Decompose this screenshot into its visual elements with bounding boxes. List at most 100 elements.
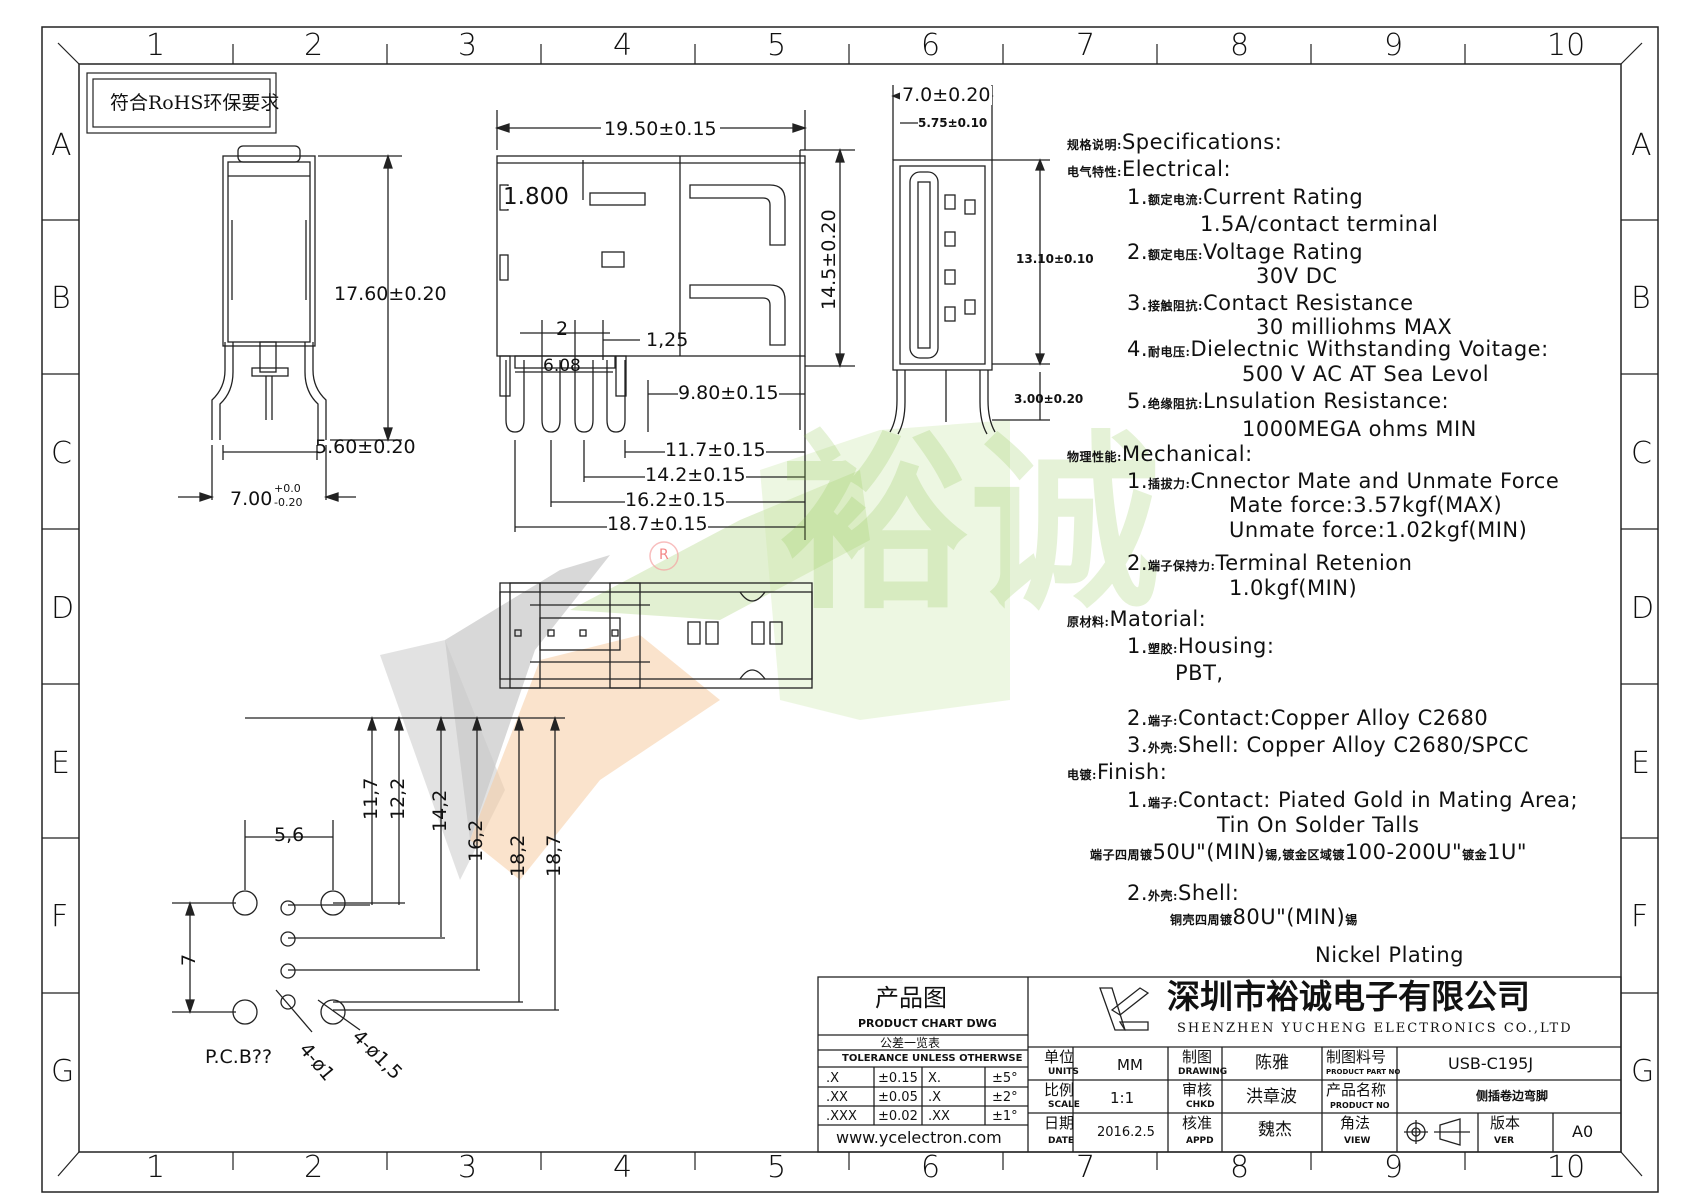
grid-col-bottom: 4 [613, 1150, 633, 1185]
grid-row-left: G [51, 1054, 75, 1089]
spec-cn: 额定电压: [1148, 248, 1203, 262]
spec-cn: 耐电压: [1148, 345, 1191, 359]
spec-line: Mate force:3.57kgf(MAX) [1229, 495, 1502, 516]
grid-row-right: B [1631, 281, 1651, 316]
spec-en-b: 100-200U" [1344, 840, 1463, 864]
tb-scale-cn: 比例 [1044, 1081, 1075, 1099]
tb-company-cn: 深圳市裕诚电子有限公司 [1167, 977, 1530, 1016]
spec-num: 1. [1127, 634, 1149, 658]
spec-num: 1. [1127, 469, 1149, 493]
grid-row-right: G [1631, 1054, 1655, 1089]
pcb-label: P.C.B?? [205, 1046, 273, 1068]
dim-pcb-h5: 18,2 [507, 834, 529, 877]
spec-line: Nickel Plating [1315, 945, 1464, 966]
dim-top-height: 14.5±0.20 [818, 209, 840, 310]
dim-pcb-h6: 18,7 [543, 834, 565, 877]
grid-row-right: D [1631, 591, 1655, 626]
spec-line: 4.耐电压:Dielectnic Withstanding Voitage: [1127, 339, 1549, 360]
dim-pcb-h3: 14,2 [429, 789, 451, 832]
spec-en: 80U"(MIN) [1232, 905, 1346, 929]
tb-scale-en: SCALE [1048, 1100, 1080, 1110]
spec-line: 2.外壳:Shell: [1127, 883, 1239, 904]
grid-col-bottom: 7 [1076, 1150, 1096, 1185]
spec-en: Housing: [1177, 634, 1275, 658]
tolerance-cell: X. [928, 1071, 942, 1086]
spec-en: Cnnector Mate and Unmate Force [1190, 469, 1560, 493]
grid-row-left: B [51, 281, 71, 316]
grid-col-bottom: 6 [921, 1150, 941, 1185]
tb-name-en: PRODUCT NO [1330, 1101, 1390, 1110]
tb-ver-cn: 版本 [1490, 1114, 1521, 1132]
tolerance-cell: ±0.15 [878, 1071, 918, 1086]
dim-pcb-h2: 12,2 [387, 777, 409, 820]
spec-line: 1.5A/contact terminal [1200, 214, 1438, 235]
dim-pcb-v1: 7 [178, 953, 200, 966]
dim-top-tail: 9.80±0.15 [678, 382, 779, 404]
spec-cn: 电气特性: [1067, 165, 1122, 179]
spec-cn-c: 镀金 [1462, 848, 1488, 862]
spec-num: 2. [1127, 240, 1149, 264]
tb-drawing-cn: 制图 [1182, 1048, 1213, 1066]
spec-en: Contact: Piated Gold in Mating Area; [1177, 788, 1579, 812]
grid-col-bottom: 10 [1547, 1150, 1586, 1185]
spec-cn: 绝缘阻抗: [1148, 397, 1203, 411]
dim-top-d2: 14.2±0.15 [645, 464, 746, 486]
spec-cn: 规格说明: [1067, 138, 1122, 152]
dim-side-pin-span: 5.60±0.20 [315, 436, 416, 458]
dim-side-height: 17.60±0.20 [334, 283, 447, 305]
grid-row-left: F [51, 899, 69, 934]
spec-line: 铜壳四周镀80U"(MIN)锡 [1170, 907, 1358, 928]
spec-line: 物理性能:Mechanical: [1067, 444, 1253, 465]
spec-en: PBT, [1175, 661, 1224, 685]
spec-cn2: 锡 [1345, 913, 1358, 927]
spec-cn: 电镀: [1067, 768, 1097, 782]
grid-row-left: D [51, 591, 75, 626]
spec-num: 4. [1127, 337, 1149, 361]
tb-drawing-en: DRAWING [1178, 1067, 1228, 1077]
watermark-registered: R [659, 547, 669, 563]
dim-side-width-tol-minus: -0.20 [274, 496, 303, 509]
spec-en: Finish: [1096, 760, 1168, 784]
spec-line: 电气特性:Electrical: [1067, 159, 1231, 180]
spec-line: 原材料:Matorial: [1067, 609, 1206, 630]
tolerance-cell: ±1° [992, 1109, 1018, 1124]
grid-row-left: E [51, 746, 70, 781]
tb-units-val: MM [1117, 1056, 1143, 1074]
tolerance-cell: ±0.02 [878, 1109, 918, 1124]
spec-line: 3.外壳:Shell: Copper Alloy C2680/SPCC [1127, 735, 1529, 756]
dim-front-inner: 5.75±0.10 [918, 116, 988, 130]
tb-part-val: USB-C195J [1448, 1054, 1534, 1073]
tb-chart-cn: 产品图 [875, 984, 947, 1012]
spec-num: 5. [1127, 389, 1149, 413]
spec-en: Electrical: [1121, 157, 1232, 181]
grid-col-top: 9 [1384, 28, 1404, 63]
tb-date-en: DATE [1048, 1136, 1075, 1146]
spec-num: 2. [1127, 706, 1149, 730]
tb-chkd-en: CHKD [1186, 1100, 1215, 1110]
grid-col-bottom: 5 [767, 1150, 787, 1185]
grid-col-top: 6 [921, 28, 941, 63]
dim-pcb-w1: 5,6 [274, 824, 305, 846]
tb-units-cn: 单位 [1044, 1048, 1075, 1066]
spec-en-c: 1U" [1487, 840, 1528, 864]
tb-date-cn: 日期 [1044, 1114, 1075, 1132]
dim-top-d4: 18.7±0.15 [607, 513, 708, 535]
spec-num: 3. [1127, 291, 1149, 315]
spec-num: 2. [1127, 551, 1149, 575]
grid-row-right: E [1631, 746, 1650, 781]
spec-line: 3.接触阻抗:Contact Resistance [1127, 293, 1414, 314]
spec-line: 30 milliohms MAX [1256, 317, 1452, 338]
spec-line: PBT, [1175, 663, 1224, 684]
spec-num: 2. [1127, 881, 1149, 905]
spec-cn-a: 端子四周镀 [1090, 848, 1153, 862]
spec-en: Voltage Rating [1202, 240, 1364, 264]
spec-line: Tin On Solder Talls [1217, 815, 1419, 836]
spec-en: 1000MEGA ohms MIN [1242, 417, 1477, 441]
tolerance-cell: .XX [826, 1090, 848, 1105]
spec-en: Mechanical: [1121, 442, 1253, 466]
spec-line: 5.绝缘阻抗:Lnsulation Resistance: [1127, 391, 1449, 412]
spec-line: Unmate force:1.02kgf(MIN) [1229, 520, 1527, 541]
spec-line: 电镀:Finish: [1067, 762, 1167, 783]
tb-drawing-val: 陈雅 [1255, 1053, 1289, 1073]
